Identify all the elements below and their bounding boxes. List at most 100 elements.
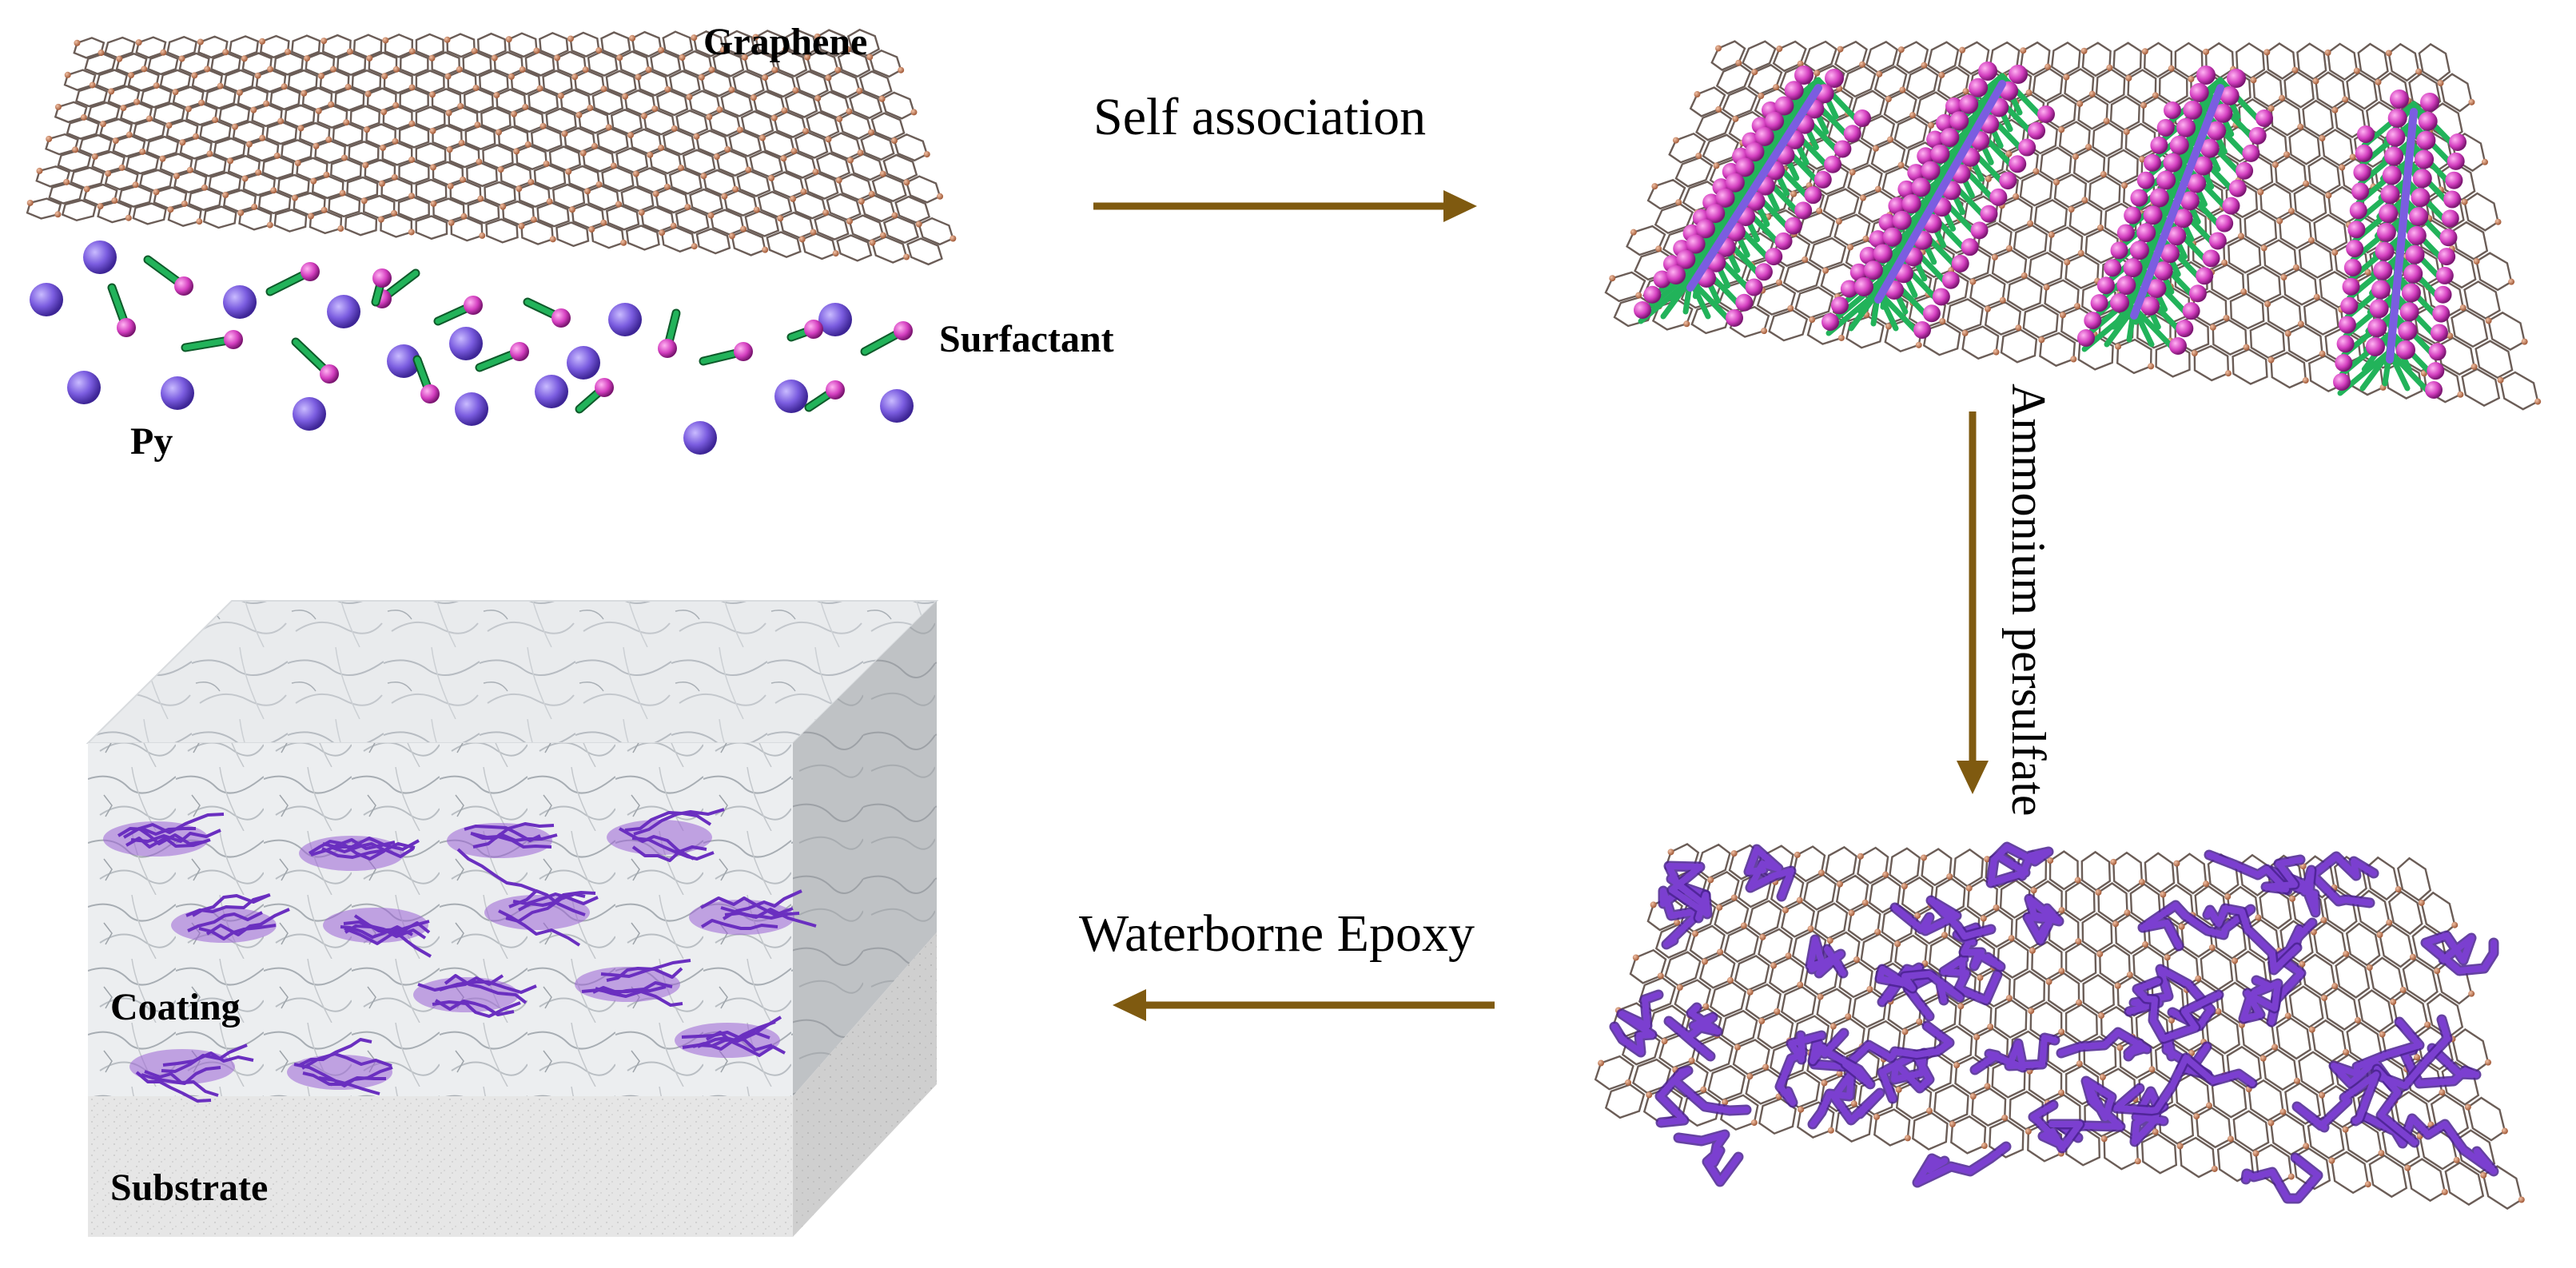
carbon-atom bbox=[2453, 1156, 2460, 1163]
carbon-atom bbox=[706, 113, 713, 121]
ppy-graphene-cluster bbox=[575, 959, 691, 1007]
carbon-atom bbox=[2058, 1028, 2065, 1035]
carbon-atom bbox=[1746, 988, 1754, 996]
carbon-atom bbox=[1914, 912, 1921, 920]
carbon-atom bbox=[2176, 1143, 2184, 1150]
carbon-atom bbox=[1775, 279, 1782, 286]
carbon-atom bbox=[460, 213, 468, 220]
carbon-atom bbox=[360, 197, 368, 205]
carbon-atom bbox=[1984, 305, 1991, 312]
carbon-atom bbox=[1836, 1070, 1843, 1077]
carbon-atom bbox=[1885, 95, 1892, 102]
carbon-atom bbox=[291, 194, 298, 201]
carbon-atom bbox=[99, 121, 106, 128]
carbon-atom bbox=[2353, 67, 2360, 74]
carbon-atom bbox=[2252, 1150, 2259, 1157]
carbon-atom bbox=[868, 190, 875, 197]
carbon-atom bbox=[822, 209, 830, 217]
arrow-right-step1 bbox=[1093, 190, 1477, 222]
surfactant-label: Surfactant bbox=[939, 318, 1114, 360]
carbon-atom bbox=[1770, 962, 1778, 969]
carbon-atom bbox=[1901, 1028, 1909, 1035]
carbon-atom bbox=[898, 66, 905, 74]
carbon-atom bbox=[493, 92, 500, 99]
carbon-atom bbox=[1874, 928, 1881, 936]
carbon-atom bbox=[567, 35, 574, 42]
carbon-atom bbox=[1941, 932, 1948, 939]
carbon-atom bbox=[227, 157, 234, 165]
carbon-atom bbox=[1845, 1013, 1852, 1020]
carbon-atom bbox=[1802, 256, 1809, 263]
carbon-atom bbox=[321, 206, 328, 213]
carbon-atom bbox=[2152, 1128, 2159, 1135]
carbon-atom bbox=[267, 66, 274, 73]
carbon-atom bbox=[2328, 1157, 2335, 1164]
carbon-atom bbox=[858, 198, 865, 205]
carbon-atom bbox=[511, 110, 518, 117]
carbon-atom bbox=[80, 113, 87, 121]
carbon-atom bbox=[1985, 175, 1992, 182]
ppy-graphene-cluster bbox=[323, 908, 432, 958]
carbon-atom bbox=[1939, 318, 1946, 325]
py-molecule bbox=[293, 397, 326, 431]
carbon-atom bbox=[2044, 63, 2052, 70]
carbon-atom bbox=[530, 216, 537, 223]
carbon-atom bbox=[1915, 341, 1922, 348]
carbon-atom bbox=[2302, 377, 2309, 384]
carbon-atom bbox=[2267, 356, 2275, 364]
carbon-atom bbox=[1807, 925, 1814, 932]
carbon-atom bbox=[173, 173, 180, 180]
carbon-atom bbox=[191, 72, 198, 79]
carbon-atom bbox=[237, 209, 245, 217]
carbon-atom bbox=[2319, 1091, 2326, 1099]
surfactant-molecule bbox=[181, 330, 243, 352]
carbon-atom bbox=[2243, 344, 2250, 351]
carbon-atom bbox=[445, 109, 452, 117]
carbon-atom bbox=[83, 185, 90, 193]
carbon-atom bbox=[1609, 275, 1616, 282]
carbon-atom bbox=[1861, 899, 1869, 906]
carbon-atom bbox=[627, 132, 634, 139]
carbon-atom bbox=[1759, 933, 1766, 940]
carbon-atom bbox=[212, 117, 219, 124]
carbon-atom bbox=[380, 109, 388, 116]
py-molecule bbox=[387, 344, 420, 378]
carbon-atom bbox=[64, 71, 71, 78]
carbon-atom bbox=[2457, 391, 2464, 398]
carbon-atom bbox=[1692, 930, 1699, 937]
carbon-atom bbox=[1797, 981, 1804, 988]
polypyrrole-network bbox=[1609, 841, 2499, 1204]
carbon-atom bbox=[91, 153, 98, 160]
carbon-atom bbox=[1794, 851, 1801, 858]
carbon-atom bbox=[2297, 123, 2304, 130]
surfactant-molecule bbox=[699, 342, 753, 366]
carbon-atom bbox=[330, 66, 337, 73]
carbon-atom bbox=[691, 34, 698, 42]
carbon-atom bbox=[254, 72, 261, 79]
carbon-atom bbox=[301, 89, 308, 97]
surfactant-molecule bbox=[291, 337, 339, 384]
carbon-atom bbox=[46, 135, 53, 142]
coating-block-side-face bbox=[793, 601, 937, 1096]
carbon-atom bbox=[2134, 1158, 2141, 1165]
carbon-atom bbox=[2303, 180, 2310, 187]
carbon-atom bbox=[561, 130, 568, 137]
carbon-atom bbox=[2378, 1150, 2385, 1157]
carbon-atom bbox=[524, 141, 532, 148]
carbon-atom bbox=[391, 209, 398, 217]
carbon-atom bbox=[1717, 948, 1724, 956]
carbon-atom bbox=[408, 120, 416, 127]
carbon-atom bbox=[2473, 258, 2480, 265]
carbon-atom bbox=[1746, 1073, 1754, 1080]
carbon-atom bbox=[1651, 183, 1658, 190]
carbon-atom bbox=[1987, 1023, 1994, 1030]
carbon-atom bbox=[629, 34, 636, 42]
carbon-atom bbox=[890, 137, 898, 145]
carbon-atom bbox=[2284, 330, 2291, 337]
carbon-atom bbox=[686, 93, 693, 101]
carbon-atom bbox=[285, 48, 292, 55]
carbon-atom bbox=[2099, 1074, 2106, 1081]
carbon-atom bbox=[241, 175, 249, 182]
carbon-atom bbox=[321, 38, 328, 45]
carbon-atom bbox=[277, 117, 285, 125]
